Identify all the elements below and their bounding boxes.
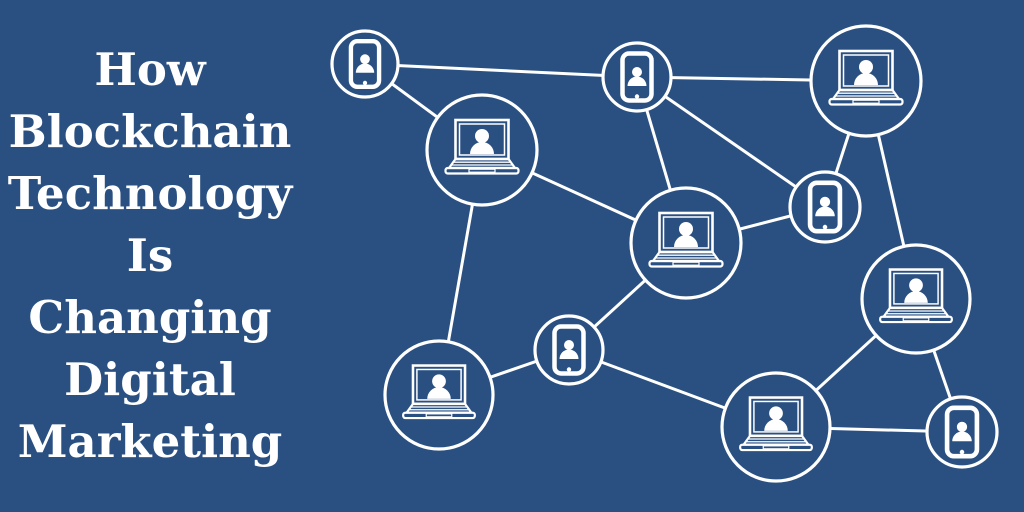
network-node-phone-top-center — [601, 41, 673, 113]
network-edge-phone-top-left--phone-top-center — [364, 62, 638, 79]
network-edge-phone-top-center--phone-mid-right — [636, 75, 826, 209]
title-line: Marketing — [17, 415, 283, 468]
network-node-laptop-right — [860, 243, 972, 355]
network-node-phone-bottom-right — [925, 395, 999, 469]
network-node-laptop-bottom-left — [383, 339, 495, 451]
network-node-laptop-bottom-center — [720, 371, 832, 483]
network-node-laptop-center — [629, 186, 743, 300]
title-line: Digital — [64, 353, 236, 406]
network-node-laptop-top-right — [809, 24, 923, 138]
title-line: Is — [126, 229, 174, 282]
network-node-phone-mid-bottom — [533, 314, 605, 386]
page-title: How Blockchain Technology Is Changing Di… — [0, 0, 300, 512]
network-node-laptop-upper-left — [425, 93, 539, 207]
network-node-phone-mid-right — [788, 170, 862, 244]
title-line: How — [94, 43, 206, 96]
title-line: Blockchain — [8, 105, 292, 158]
title-line: Changing — [28, 291, 272, 344]
title-line: Technology — [7, 167, 293, 220]
network-node-phone-top-left — [330, 29, 400, 99]
nodes-layer — [330, 24, 999, 483]
